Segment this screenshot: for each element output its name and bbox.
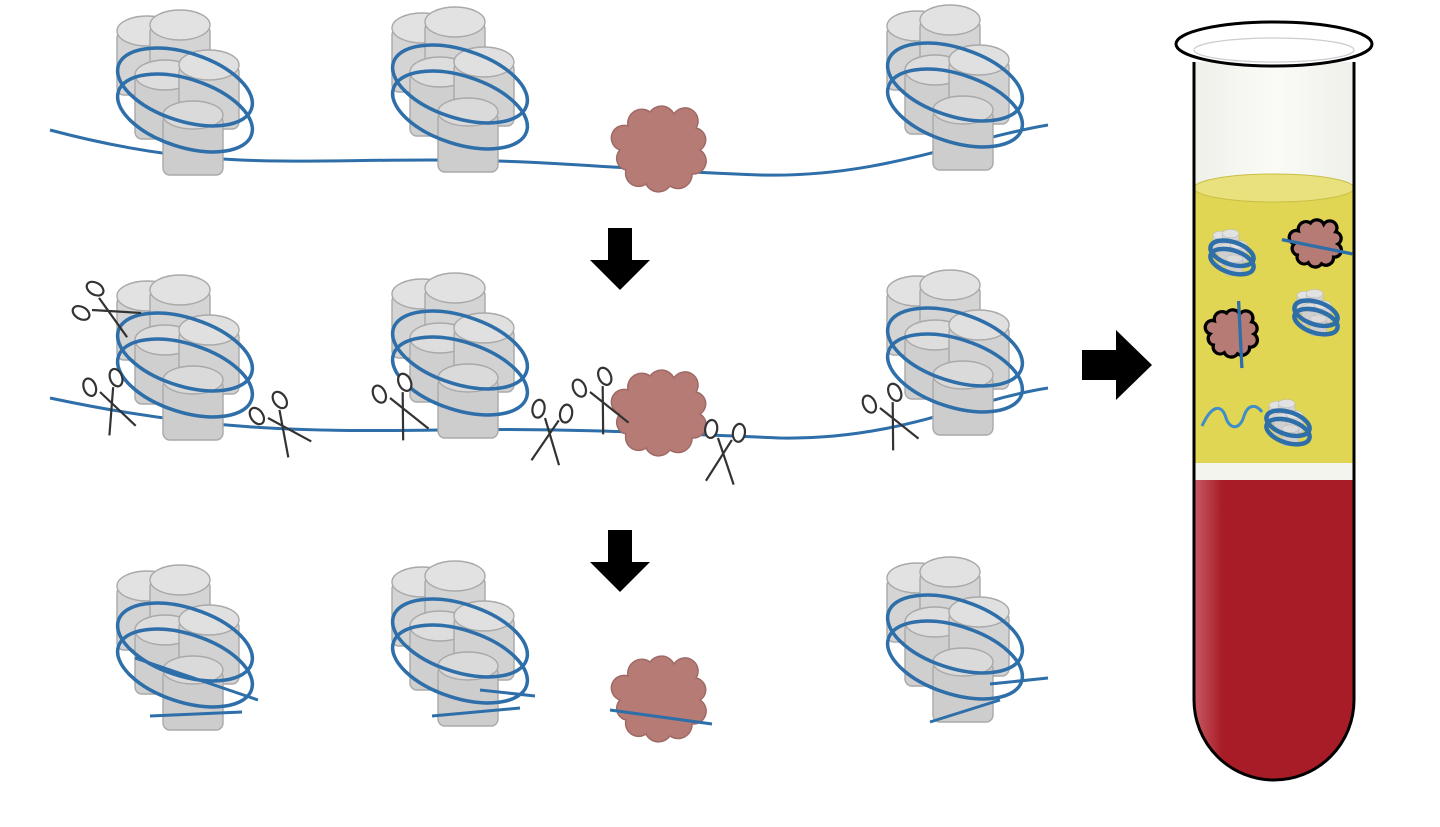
row-enzymatic-cutting bbox=[49, 270, 1049, 487]
protein-bound-dna bbox=[1281, 218, 1353, 269]
nucleosome bbox=[108, 275, 262, 440]
scissors-icon bbox=[245, 388, 316, 464]
plasma-surface bbox=[1193, 173, 1355, 203]
dna-fragment bbox=[479, 688, 536, 698]
row-intact-chromatin bbox=[49, 5, 1049, 193]
dna-strand bbox=[49, 386, 1049, 440]
nucleosome bbox=[1292, 289, 1340, 337]
blood-tube bbox=[1174, 20, 1374, 782]
nucleosome bbox=[383, 561, 537, 726]
nucleosome bbox=[1208, 229, 1256, 277]
nucleosome bbox=[878, 270, 1032, 435]
nucleosome bbox=[1264, 399, 1312, 447]
arrow-down-icon bbox=[590, 228, 650, 290]
free-dna bbox=[1200, 405, 1264, 429]
scissors-icon bbox=[522, 397, 575, 467]
red-cell-layer bbox=[1194, 478, 1354, 780]
protein-blob bbox=[610, 369, 707, 457]
dna-fragment bbox=[609, 708, 713, 726]
nucleosome bbox=[878, 5, 1032, 170]
nucleosome bbox=[383, 273, 537, 438]
tube-rim bbox=[1174, 20, 1374, 68]
dna-fragment bbox=[989, 676, 1049, 686]
dna-fragment bbox=[431, 706, 521, 718]
dna-fragment bbox=[134, 656, 259, 702]
buffy-coat-layer bbox=[1194, 462, 1354, 480]
protein-blob bbox=[610, 655, 707, 743]
dna-fragment bbox=[149, 710, 243, 718]
scissors-icon bbox=[696, 418, 748, 487]
dna-fragment bbox=[929, 698, 1001, 724]
dna-strand bbox=[49, 123, 1049, 177]
nucleosome bbox=[108, 10, 262, 175]
protein-bound-dna bbox=[1203, 300, 1259, 369]
tube-outline bbox=[1192, 62, 1356, 782]
arrow-down-icon bbox=[590, 530, 650, 592]
scissors-icon bbox=[79, 366, 141, 440]
row-fragmented-chromatin bbox=[108, 557, 1049, 743]
arrow-right-icon bbox=[1082, 330, 1152, 400]
nucleosome bbox=[383, 7, 537, 172]
nucleosome bbox=[878, 557, 1032, 722]
protein-blob bbox=[610, 105, 707, 193]
nucleosome bbox=[108, 565, 262, 730]
